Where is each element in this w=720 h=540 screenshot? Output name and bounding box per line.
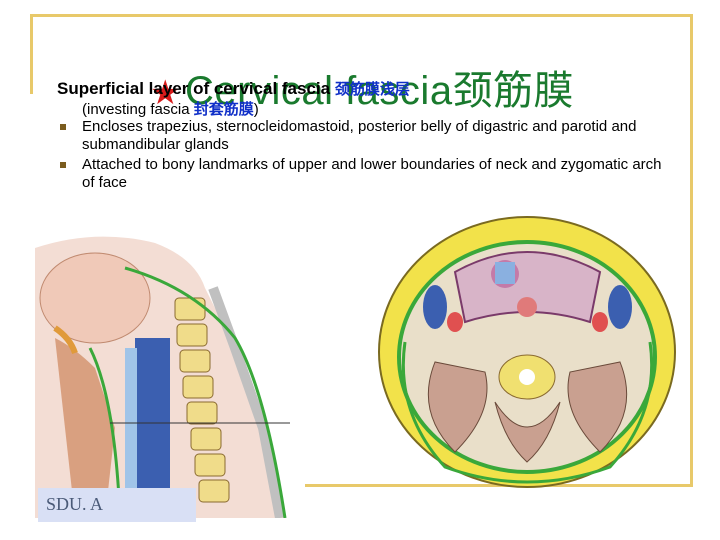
line2-en: (investing fascia xyxy=(82,101,194,118)
bullet-text: Attached to bony landmarks of upper and … xyxy=(82,156,662,191)
line2-cn: 封套筋膜 xyxy=(194,101,254,118)
investing-fascia-line: (investing fascia 封套筋膜) xyxy=(82,98,259,119)
line2-close: ) xyxy=(254,101,259,118)
subtitle-cn: 颈筋膜浅层 xyxy=(335,81,410,98)
bullet-text: Encloses trapezius, sternocleidomastoid,… xyxy=(82,118,636,153)
title-cn: 颈筋膜 xyxy=(453,69,575,113)
bullet-square-icon xyxy=(60,162,66,168)
slide-frame-top xyxy=(30,14,690,17)
bullet-item: Encloses trapezius, sternocleidomastoid,… xyxy=(58,118,668,154)
subtitle-en: Superficial layer of cervical fascia xyxy=(57,79,330,98)
bullet-list: Encloses trapezius, sternocleidomastoid,… xyxy=(58,118,668,194)
footer-logo: SDU. A xyxy=(38,488,196,522)
footer-text: SDU. A xyxy=(46,494,103,514)
bullet-square-icon xyxy=(60,124,66,130)
bullet-item: Attached to bony landmarks of upper and … xyxy=(58,156,668,192)
slide-subtitle: Superficial layer of cervical fascia 颈筋膜… xyxy=(57,78,410,99)
sagittal-neck-figure xyxy=(35,228,305,518)
slide-frame-right xyxy=(690,14,693,484)
cross-section-neck-figure xyxy=(375,212,680,492)
slide-frame-left xyxy=(30,14,33,94)
